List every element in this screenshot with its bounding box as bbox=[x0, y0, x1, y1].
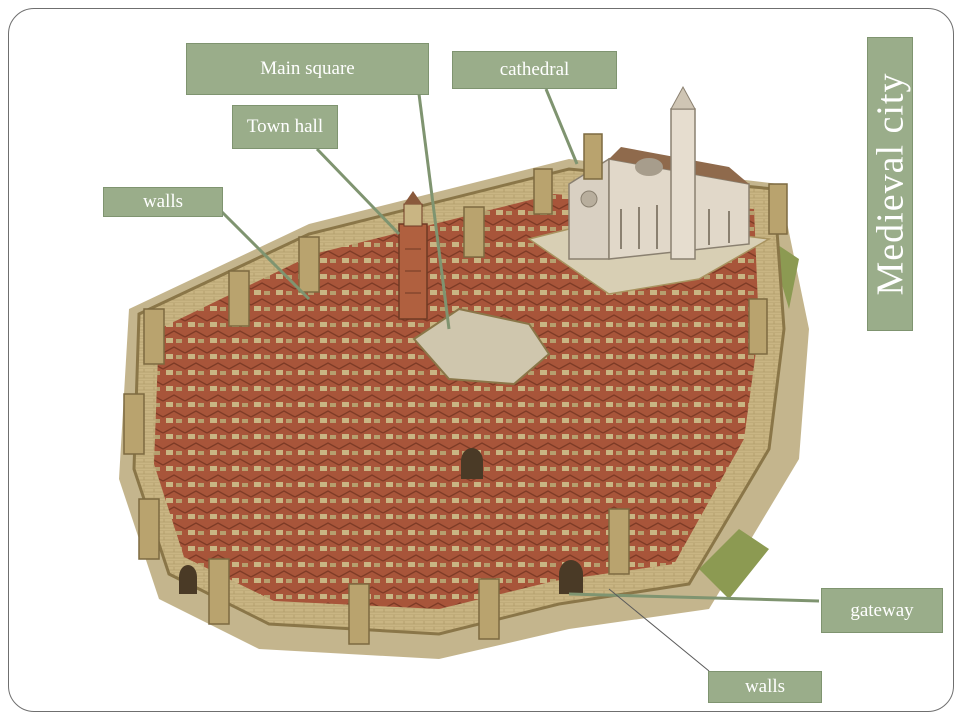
title-box: Medieval city bbox=[867, 37, 913, 331]
gateway-arches bbox=[179, 448, 583, 594]
town-hall-tower bbox=[398, 191, 428, 320]
cathedral-building bbox=[568, 85, 750, 260]
page-title: Medieval city bbox=[869, 72, 912, 296]
label-walls-upper: walls bbox=[103, 187, 223, 217]
wall-towers bbox=[123, 133, 788, 645]
houses bbox=[154, 194, 759, 609]
leader-line-walls-lower bbox=[608, 588, 710, 672]
grass-patches bbox=[139, 239, 799, 599]
label-walls-lower: walls bbox=[708, 671, 822, 703]
slide: Main square cathedral Town hall walls ga… bbox=[8, 8, 954, 712]
leader-lines bbox=[217, 88, 820, 603]
medieval-city-illustration bbox=[119, 85, 820, 672]
label-main-square: Main square bbox=[186, 43, 429, 95]
label-cathedral: cathedral bbox=[452, 51, 617, 89]
label-gateway: gateway bbox=[821, 588, 943, 633]
label-town-hall: Town hall bbox=[232, 105, 338, 149]
